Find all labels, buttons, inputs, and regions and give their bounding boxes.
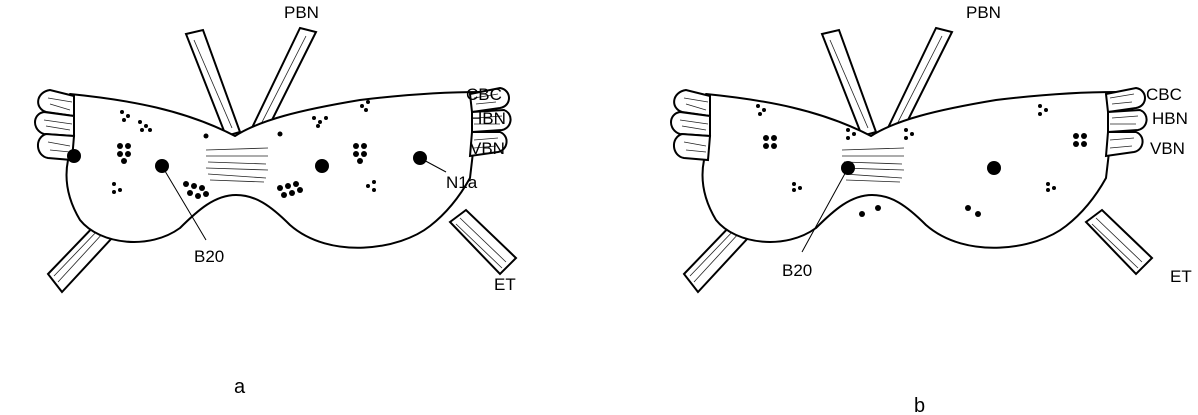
label-b20: B20 xyxy=(782,261,812,280)
label-pbn: PBN xyxy=(284,3,319,22)
panel-caption-a: a xyxy=(234,376,246,398)
neuron-clusters-b xyxy=(756,104,1087,217)
neuron-b20-right xyxy=(987,161,1001,175)
neuron-b20-right xyxy=(315,159,329,173)
panel-a: PBN CBC HBN VBN N1a B20 ET a xyxy=(34,3,517,398)
label-et: ET xyxy=(1170,267,1192,286)
label-pbn: PBN xyxy=(966,3,1001,22)
label-hbn: HBN xyxy=(1152,109,1188,128)
label-cbc: CBC xyxy=(466,85,502,104)
label-n1a: N1a xyxy=(446,173,478,192)
neuron-n1a-left xyxy=(67,149,81,163)
label-vbn: VBN xyxy=(470,139,505,158)
label-cbc: CBC xyxy=(1146,85,1182,104)
label-hbn: HBN xyxy=(470,109,506,128)
panel-b: PBN CBC HBN VBN B20 ET b xyxy=(670,3,1192,415)
label-et: ET xyxy=(494,275,516,294)
label-vbn: VBN xyxy=(1150,139,1185,158)
panel-caption-b: b xyxy=(914,395,925,415)
label-b20: B20 xyxy=(194,247,224,266)
neuron-clusters-a xyxy=(112,100,376,199)
